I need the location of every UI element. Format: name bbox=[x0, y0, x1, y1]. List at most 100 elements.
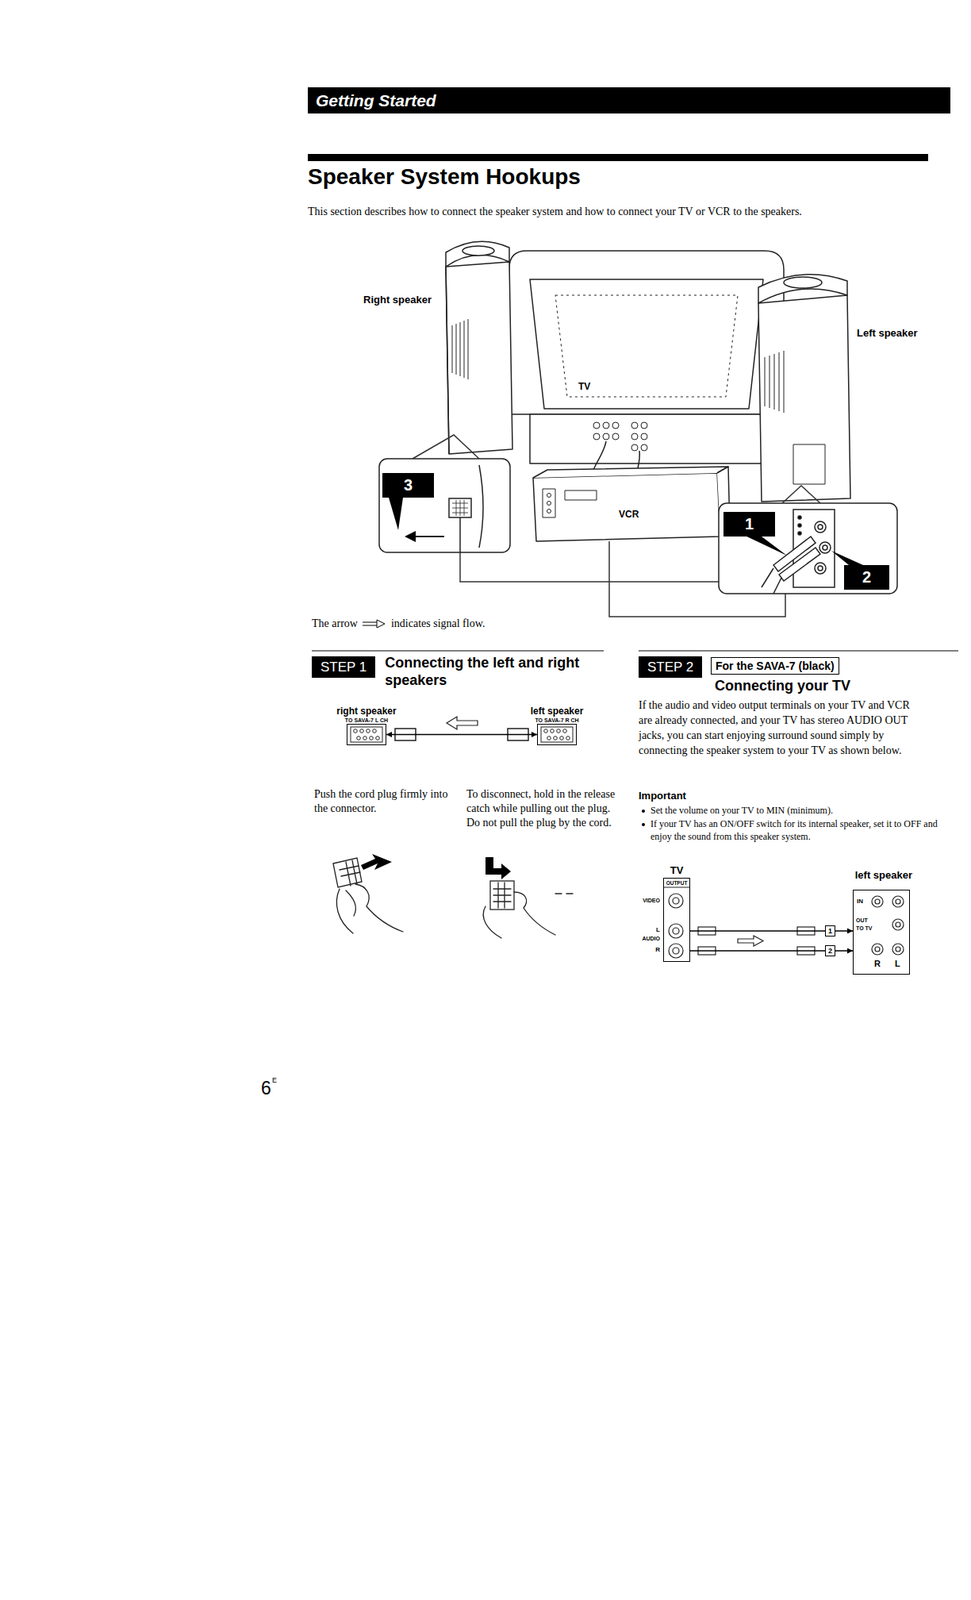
hand-illustrations-part bbox=[490, 880, 515, 910]
heading-rules bbox=[307, 153, 959, 651]
part-label: VCR bbox=[618, 508, 639, 520]
signal-arrow-symbol-part bbox=[362, 621, 377, 626]
page-number: 6 bbox=[260, 1077, 272, 1099]
step1-connectors-part bbox=[541, 726, 573, 742]
inset-one-two-part bbox=[741, 533, 787, 556]
step1-connectors-part bbox=[566, 736, 571, 741]
inset-one-two-part bbox=[814, 562, 826, 574]
tv-set-part bbox=[529, 414, 765, 464]
step1-connectors-part bbox=[372, 729, 377, 734]
step1-connectors-part bbox=[350, 726, 383, 742]
step2-hookup-art-part bbox=[668, 923, 684, 938]
step-badge: STEP 1Connecting the left and right spea… bbox=[311, 656, 376, 678]
tv-jacks-part bbox=[631, 433, 638, 440]
step2-hookup-art-part bbox=[668, 943, 684, 958]
step2-hookup-art bbox=[663, 886, 904, 958]
step1-connectors-part bbox=[376, 736, 380, 741]
inset-one-two-part bbox=[798, 531, 802, 535]
right-speaker-part bbox=[445, 266, 450, 454]
connector-socket: right speakerTO SAVA-7 L CH bbox=[346, 723, 387, 745]
callout-box: 1 bbox=[723, 511, 776, 537]
step1-connectors-part bbox=[366, 729, 371, 734]
left-speaker bbox=[758, 274, 851, 502]
hand-illustrations-part bbox=[493, 882, 511, 908]
step2-hookup-art-part bbox=[871, 895, 883, 907]
tv-jacks-part bbox=[602, 422, 610, 429]
inset-one-two-part bbox=[798, 515, 802, 519]
connector-socket: left speakerTO SAVA-7 R CH bbox=[537, 723, 577, 745]
connection-cables-part bbox=[782, 485, 821, 503]
tv-set-part bbox=[555, 295, 738, 397]
tv-set-part bbox=[509, 250, 784, 415]
hand-illustrations-part bbox=[360, 853, 392, 870]
jack-label: IN bbox=[856, 897, 864, 905]
step2-hookup-art-part bbox=[875, 898, 880, 904]
step2-hookup-art-part bbox=[895, 921, 901, 927]
hand-illustrations-part bbox=[333, 857, 362, 887]
page-suffix: E bbox=[272, 1075, 277, 1084]
vcr-part bbox=[542, 488, 556, 518]
callout-number: 3 bbox=[403, 475, 413, 495]
step1-connectors-part bbox=[353, 729, 358, 734]
heading-rules-part bbox=[307, 153, 929, 162]
step1-connectors-part bbox=[560, 736, 565, 741]
inset-one-two-part bbox=[761, 568, 782, 594]
left-speaker-part bbox=[783, 276, 822, 288]
left-speaker-part bbox=[758, 274, 848, 304]
connector-label: left speaker bbox=[530, 705, 584, 717]
left-speaker-part bbox=[764, 350, 784, 413]
inset-one-two-part bbox=[814, 521, 826, 533]
note-text: indicates signal flow. bbox=[391, 617, 485, 630]
vcr-part bbox=[533, 466, 729, 478]
step1-connectors-part bbox=[550, 729, 555, 734]
hand-illustrations-part bbox=[483, 905, 502, 938]
vcr-part bbox=[547, 509, 552, 514]
connector-marking: TO SAVA-7 L CH bbox=[345, 717, 388, 724]
step-number: STEP 2 bbox=[647, 658, 694, 676]
callout-number: 2 bbox=[862, 568, 872, 587]
left-speaker-part bbox=[758, 295, 851, 502]
callout-box: 3 bbox=[382, 472, 434, 498]
hand-illustrations-part bbox=[355, 883, 403, 932]
body-text: If the audio and video output terminals … bbox=[638, 698, 917, 759]
inset-one-two-part bbox=[819, 541, 831, 553]
jack-label: OUT bbox=[855, 917, 868, 924]
tv-jacks-part bbox=[640, 444, 648, 451]
tv-jacks-part bbox=[593, 422, 600, 429]
step2-hookup-art-part bbox=[892, 918, 904, 930]
inset-three-part bbox=[414, 535, 445, 538]
signal-arrow-symbol bbox=[362, 618, 387, 629]
step2-hookup-art-part bbox=[672, 927, 680, 934]
tv-jacks-part bbox=[612, 433, 619, 440]
step1-connectors-part bbox=[544, 729, 549, 734]
hand-illustrations-part bbox=[339, 859, 361, 886]
cable-number: 1 bbox=[825, 924, 836, 937]
page-title: Speaker System Hookups bbox=[307, 164, 581, 190]
note-text: The arrow bbox=[311, 617, 358, 630]
heading-rules-part bbox=[638, 650, 959, 652]
model-box: For the SAVA-7 (black) bbox=[710, 656, 840, 675]
section-band: Getting Started bbox=[307, 87, 951, 114]
inset-one-two bbox=[718, 502, 898, 594]
part-label: TV bbox=[578, 380, 591, 392]
panel-label: left speaker bbox=[855, 868, 913, 881]
step2-hookup-art-part bbox=[737, 935, 764, 946]
inset-three-part bbox=[404, 530, 416, 542]
jack-label: R bbox=[655, 945, 661, 953]
bullet-text: Set the volume on your TV to MIN (minimu… bbox=[650, 804, 952, 818]
bullet-text: If your TV has an ON/OFF switch for its … bbox=[650, 817, 945, 843]
connection-cables-part bbox=[412, 434, 480, 459]
step2-hookup-art-part bbox=[875, 946, 880, 952]
right-speaker bbox=[445, 241, 513, 454]
signal-arrow-symbol-part bbox=[376, 619, 385, 628]
step2-hookup-art-part bbox=[871, 943, 883, 955]
section-title: Getting Started bbox=[315, 91, 437, 111]
inset-one-two-part bbox=[798, 523, 802, 527]
hand-illustrations bbox=[333, 853, 573, 938]
inset-three-part bbox=[379, 458, 511, 553]
cable-connector bbox=[386, 733, 538, 736]
inset-three-part bbox=[452, 499, 469, 516]
hand-illustrations-part bbox=[514, 891, 556, 935]
step2-hookup-art-part bbox=[663, 886, 690, 887]
